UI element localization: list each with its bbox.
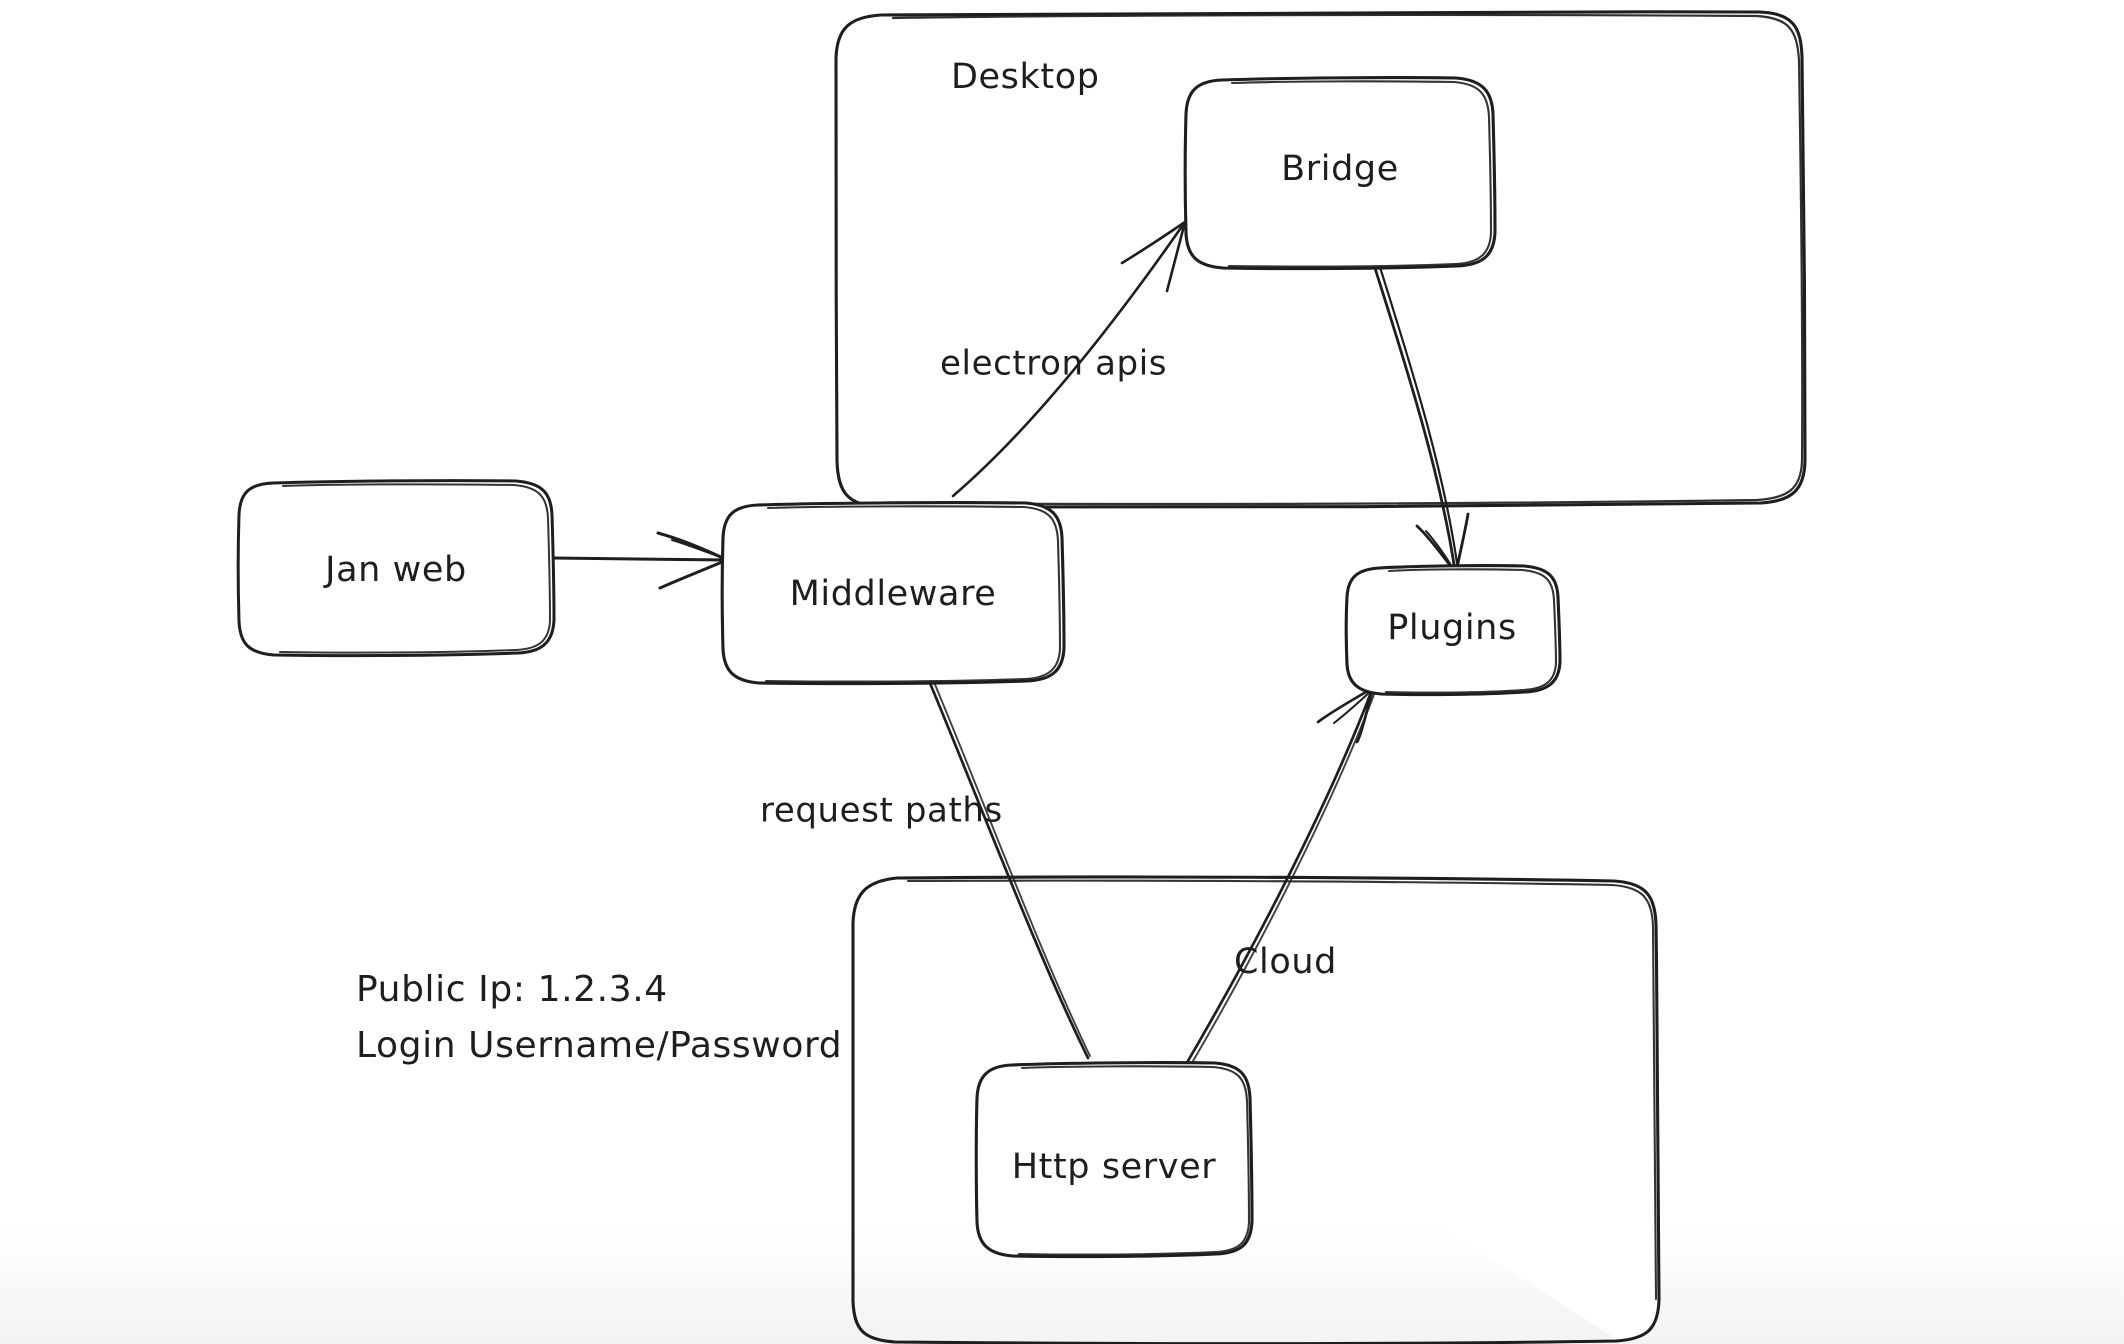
note-public-ip: Public Ip: 1.2.3.4 [356, 969, 668, 1010]
note-login: Login Username/Password [356, 1025, 842, 1066]
node-jan-web[interactable]: Jan web [236, 479, 556, 658]
node-jan-web-label: Jan web [323, 550, 467, 590]
node-bridge[interactable]: Bridge [1183, 76, 1497, 271]
container-desktop-label: Desktop [951, 57, 1100, 97]
edge-label-request-paths: request paths [760, 791, 1003, 831]
note-credentials[interactable]: Public Ip: 1.2.3.4 Login Username/Passwo… [356, 969, 842, 1066]
node-bridge-label: Bridge [1281, 149, 1399, 189]
node-http-server-label: Http server [1012, 1147, 1217, 1187]
node-plugins-label: Plugins [1387, 608, 1517, 648]
edge-label-electron-apis: electron apis [940, 344, 1167, 384]
edge-jan-web-to-middleware[interactable] [551, 531, 729, 590]
node-middleware-label: Middleware [790, 574, 997, 614]
edge-middleware-to-bridge[interactable]: electron apis [940, 220, 1187, 498]
node-http-server[interactable]: Http server [974, 1061, 1254, 1259]
node-plugins[interactable]: Plugins [1344, 564, 1562, 697]
edge-middleware-to-http-server[interactable]: request paths [760, 674, 1091, 1060]
node-middleware[interactable]: Middleware [720, 501, 1066, 686]
